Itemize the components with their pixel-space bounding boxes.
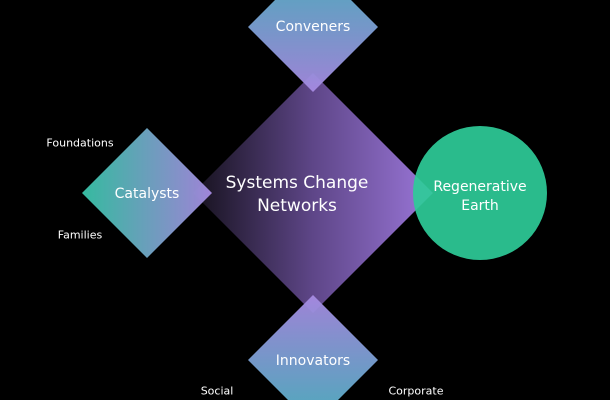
catalysts-diamond [82, 128, 212, 258]
regenerative-earth-label: Regenerative Earth [433, 178, 526, 216]
systems-change-label: Systems Change Networks [226, 172, 369, 218]
foundations-label: Foundations [46, 136, 114, 150]
conveners-label: Conveners [275, 19, 351, 35]
regenerative-line2: Earth [461, 198, 499, 214]
innovators-diamond [248, 295, 378, 400]
regenerative-earth-circle [413, 126, 547, 260]
center-line1: Systems Change [225, 173, 369, 193]
social-label: Social [200, 384, 234, 398]
catalysts-label: Catalysts [114, 186, 180, 202]
center-line2: Networks [257, 196, 337, 216]
corporate-label: Corporate [388, 384, 444, 398]
conveners-diamond [248, 0, 378, 92]
innovators-label: Innovators [275, 353, 351, 369]
families-label: Families [57, 228, 103, 242]
regenerative-line1: Regenerative [433, 179, 527, 195]
systems-change-diamond [193, 73, 433, 313]
